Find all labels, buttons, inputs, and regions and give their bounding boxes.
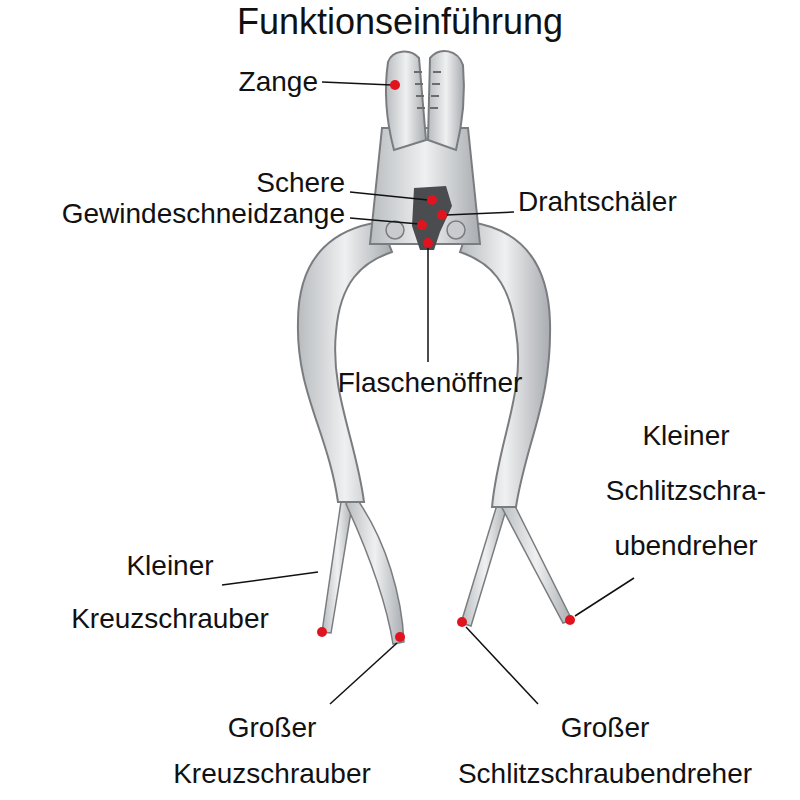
part-label: Gewindeschneidzange	[5, 197, 345, 231]
diagram-title: Funktionseinführung	[100, 1, 700, 43]
cutter-slot	[412, 186, 452, 250]
left-handle	[298, 222, 392, 502]
part-label: Flaschenöffner	[260, 366, 600, 400]
part-label: Kleiner Kreuzschrauber	[40, 539, 300, 645]
jaw-teeth	[414, 72, 441, 108]
large-slot-blade	[461, 495, 509, 626]
pivot-rivet	[447, 221, 465, 239]
right-handle	[460, 222, 550, 507]
pivot-rivet	[386, 221, 404, 239]
part-label: Großer Kreuzschrauber	[132, 705, 412, 797]
part-label: Schere	[150, 166, 345, 200]
marker-dots	[317, 80, 575, 642]
pliers-head	[370, 128, 480, 244]
part-label: Drahtschäler	[518, 185, 794, 219]
large-phillips-blade	[346, 492, 404, 644]
part-label: Großer Schlitzschraubendreher	[415, 705, 795, 797]
part-label: Zange	[160, 65, 318, 99]
left-jaw	[386, 52, 426, 150]
small-phillips-blade	[322, 495, 353, 633]
small-slot-blade	[500, 492, 572, 623]
part-label: Kleiner Schlitzschra- ubendreher	[576, 408, 796, 573]
right-jaw	[428, 51, 464, 150]
